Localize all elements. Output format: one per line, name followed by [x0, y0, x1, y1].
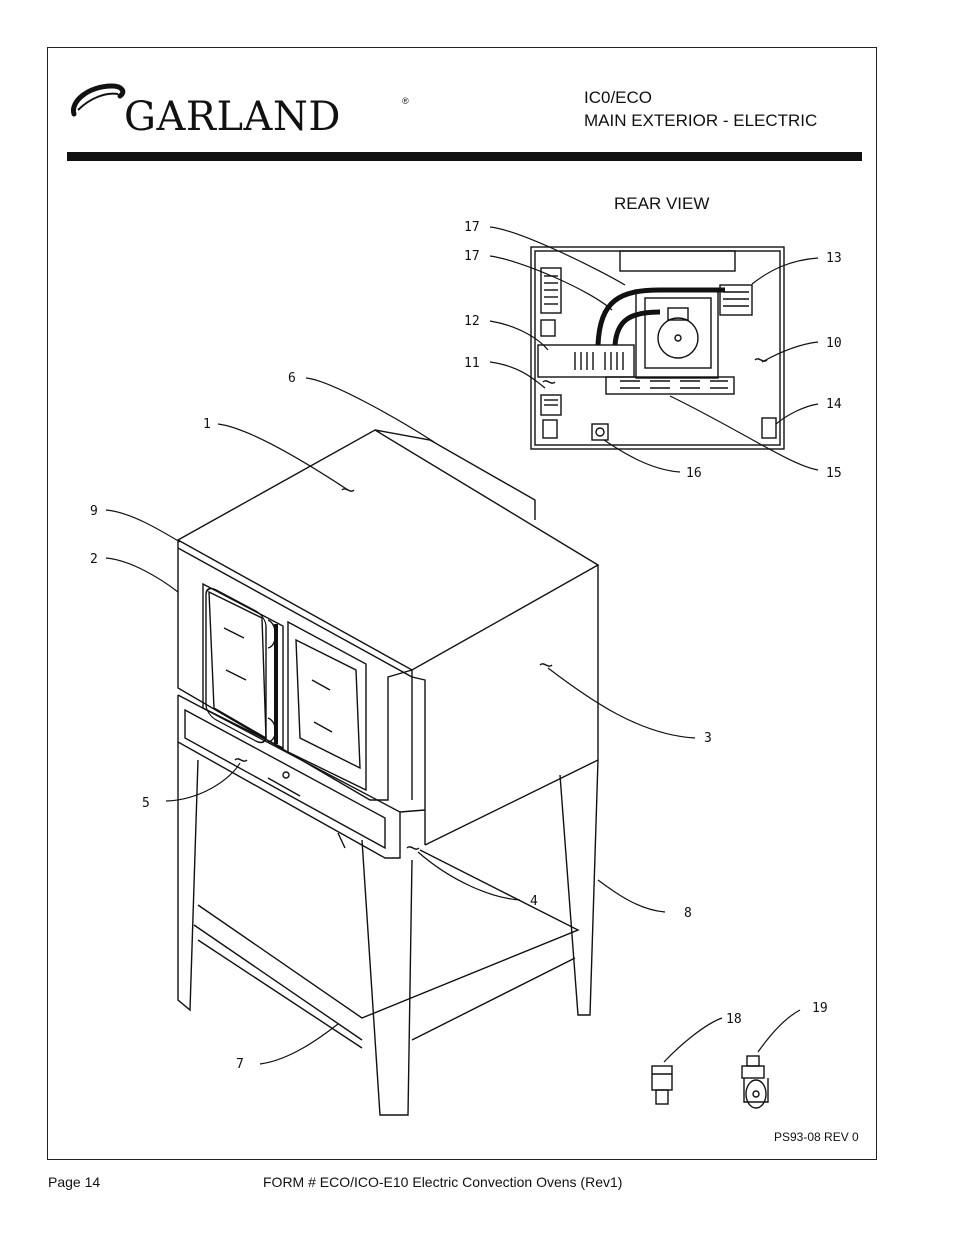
rear-view-label: REAR VIEW [614, 194, 710, 213]
page-title: IC0/ECO MAIN EXTERIOR - ELECTRIC [584, 86, 817, 132]
callout-6: 6 [288, 371, 296, 386]
model-title: IC0/ECO [584, 88, 653, 107]
callout-16: 16 [686, 466, 702, 481]
callout-8: 8 [684, 906, 692, 921]
callout-12: 12 [464, 314, 480, 329]
callout-11: 11 [464, 356, 480, 371]
garland-logo: GARLAND ® [68, 78, 428, 140]
callout-14: 14 [826, 397, 842, 412]
section-title: MAIN EXTERIOR - ELECTRIC [584, 111, 818, 130]
leg-foot-part [651, 1065, 673, 1105]
callout-labels: 17 17 12 11 13 10 14 15 16 6 1 9 2 3 5 4… [90, 220, 842, 1072]
callout-18: 18 [726, 1012, 742, 1027]
leader-lines [105, 226, 819, 1065]
callout-7: 7 [236, 1057, 244, 1072]
header-rule [67, 152, 862, 161]
callout-2: 2 [90, 552, 98, 567]
rear-view-panel [530, 246, 785, 450]
form-number: FORM # ECO/ICO-E10 Electric Convection O… [263, 1174, 623, 1190]
oven-body [176, 429, 600, 1116]
callout-3: 3 [704, 731, 712, 746]
callout-4: 4 [530, 894, 538, 909]
callout-15: 15 [826, 466, 842, 481]
callout-1: 1 [203, 417, 211, 432]
garland-swoosh-icon [71, 83, 126, 117]
callout-13: 13 [826, 251, 842, 266]
callout-17b: 17 [464, 249, 480, 264]
page-number: Page 14 [48, 1174, 101, 1190]
page-frame [47, 47, 877, 1160]
callout-19: 19 [812, 1001, 828, 1016]
callout-17a: 17 [464, 220, 480, 235]
brand-name: GARLAND [124, 94, 341, 140]
revision-code: PS93-08 REV 0 [774, 1130, 859, 1144]
registered-mark: ® [402, 96, 409, 106]
caster-part [741, 1055, 769, 1109]
callout-10: 10 [826, 336, 842, 351]
callout-9: 9 [90, 504, 98, 519]
callout-5: 5 [142, 796, 150, 811]
